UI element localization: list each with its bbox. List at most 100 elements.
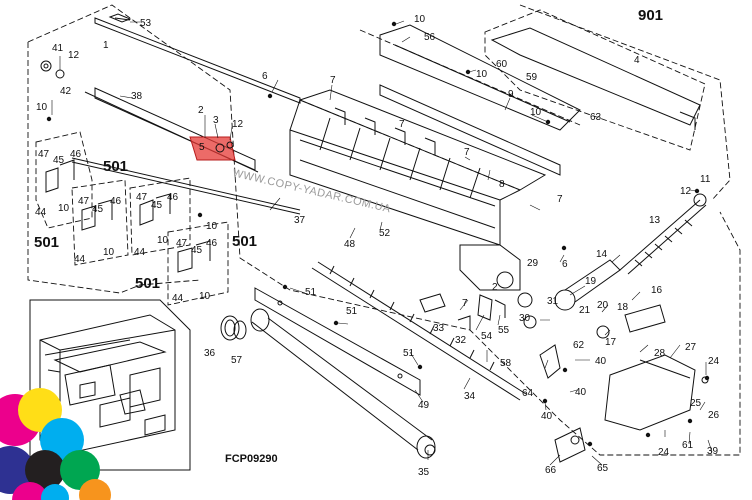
thumbnail-border bbox=[29, 299, 191, 471]
callout: 51 bbox=[346, 306, 358, 317]
callout: 32 bbox=[455, 335, 467, 346]
callout: 62 bbox=[573, 340, 585, 351]
callout: 10 bbox=[199, 291, 211, 302]
callout: 7 bbox=[330, 75, 336, 86]
bracket-66 bbox=[554, 427, 586, 463]
callout: 47 bbox=[38, 149, 50, 160]
assembly-501-box-d bbox=[167, 221, 229, 306]
callout: 52 bbox=[379, 228, 391, 239]
callout: 61 bbox=[682, 440, 694, 451]
callout: 19 bbox=[585, 276, 597, 287]
rod-shaft bbox=[71, 157, 301, 215]
callout: 46 bbox=[167, 192, 179, 203]
diagram-code: FCP09290 bbox=[225, 453, 278, 465]
callout: 33 bbox=[433, 323, 445, 334]
assembly-901: 901 bbox=[638, 7, 663, 24]
color-logo bbox=[0, 388, 111, 500]
callout: 56 bbox=[424, 32, 436, 43]
callout: 44 bbox=[134, 247, 146, 258]
callout: 44 bbox=[172, 293, 184, 304]
callout: 64 bbox=[522, 388, 534, 399]
right-frame-boundary bbox=[299, 4, 731, 201]
callout: 58 bbox=[500, 358, 512, 369]
callout: 65 bbox=[597, 463, 609, 474]
callout: 16 bbox=[651, 285, 663, 296]
callout: 8 bbox=[499, 179, 505, 190]
callout: 45 bbox=[92, 204, 104, 215]
highlighted-part-5 bbox=[189, 136, 236, 161]
gear-41 bbox=[40, 60, 65, 79]
callout: 12 bbox=[680, 186, 692, 197]
small-parts bbox=[419, 293, 506, 330]
callout: 44 bbox=[74, 254, 86, 265]
callout: 45 bbox=[53, 155, 65, 166]
assembly-501-box-b bbox=[71, 179, 129, 266]
callout: 10 bbox=[414, 14, 426, 25]
callout: 54 bbox=[481, 331, 493, 342]
callout: 46 bbox=[70, 149, 82, 160]
callout: 10 bbox=[103, 247, 115, 258]
callout: 38 bbox=[131, 91, 143, 102]
callout: 49 bbox=[418, 400, 430, 411]
roller-34 bbox=[311, 261, 527, 401]
callout: 47 bbox=[136, 192, 148, 203]
callout: 24 bbox=[708, 356, 720, 367]
callout: 35 bbox=[418, 467, 430, 478]
callout: 2 bbox=[492, 282, 498, 293]
callout: 37 bbox=[294, 215, 306, 226]
callout: 17 bbox=[605, 337, 617, 348]
callout: 40 bbox=[595, 356, 607, 367]
callout: 2 bbox=[198, 105, 204, 116]
callout: 60 bbox=[496, 59, 508, 70]
callout: 10 bbox=[476, 69, 488, 80]
bracket-group-501 bbox=[45, 159, 211, 273]
rail-1 bbox=[94, 13, 301, 104]
callout: 7 bbox=[399, 119, 405, 130]
callout: 25 bbox=[690, 398, 702, 409]
callout: 66 bbox=[545, 465, 557, 476]
watermark: WWW.COPY-YADAR.COM.UA bbox=[231, 167, 392, 215]
callout: 5 bbox=[199, 142, 205, 153]
guide-16 bbox=[624, 304, 666, 333]
callout: 57 bbox=[231, 355, 243, 366]
plate-8 bbox=[379, 84, 561, 176]
callout: 14 bbox=[596, 249, 608, 260]
callout: 47 bbox=[78, 196, 90, 207]
callout: 9 bbox=[508, 89, 514, 100]
callout: 13 bbox=[649, 215, 661, 226]
callout: 20 bbox=[597, 300, 609, 311]
leader-lines bbox=[51, 20, 713, 466]
callout: 21 bbox=[579, 305, 591, 316]
assembly-501-b: 501 bbox=[34, 234, 59, 251]
callout: 45 bbox=[191, 245, 203, 256]
main-frame-48 bbox=[289, 89, 547, 291]
callout: 10 bbox=[206, 221, 218, 232]
callout: 40 bbox=[575, 387, 587, 398]
bracket-49 bbox=[254, 287, 421, 396]
callout: 26 bbox=[708, 410, 720, 421]
cover-4 bbox=[490, 27, 701, 130]
screws bbox=[46, 21, 710, 447]
callout: 29 bbox=[527, 258, 539, 269]
callout: 10 bbox=[36, 102, 48, 113]
callout: 11 bbox=[700, 174, 711, 185]
callout: 10 bbox=[530, 107, 542, 118]
roller-35 bbox=[250, 308, 436, 459]
callout: 7 bbox=[557, 194, 563, 205]
callout: 55 bbox=[498, 325, 510, 336]
callout: 1 bbox=[103, 40, 109, 51]
callout: 4 bbox=[634, 55, 640, 66]
cover-27 bbox=[604, 354, 709, 431]
callout: 10 bbox=[58, 203, 70, 214]
callout: 39 bbox=[707, 446, 719, 457]
assembly-501-a: 501 bbox=[103, 158, 128, 175]
callout: 10 bbox=[157, 235, 169, 246]
callout: 12 bbox=[68, 50, 80, 61]
callout: 34 bbox=[464, 391, 476, 402]
callout: 6 bbox=[262, 71, 268, 82]
callout: 42 bbox=[60, 86, 72, 97]
callout: 18 bbox=[617, 302, 629, 313]
roller-13 bbox=[619, 193, 707, 275]
